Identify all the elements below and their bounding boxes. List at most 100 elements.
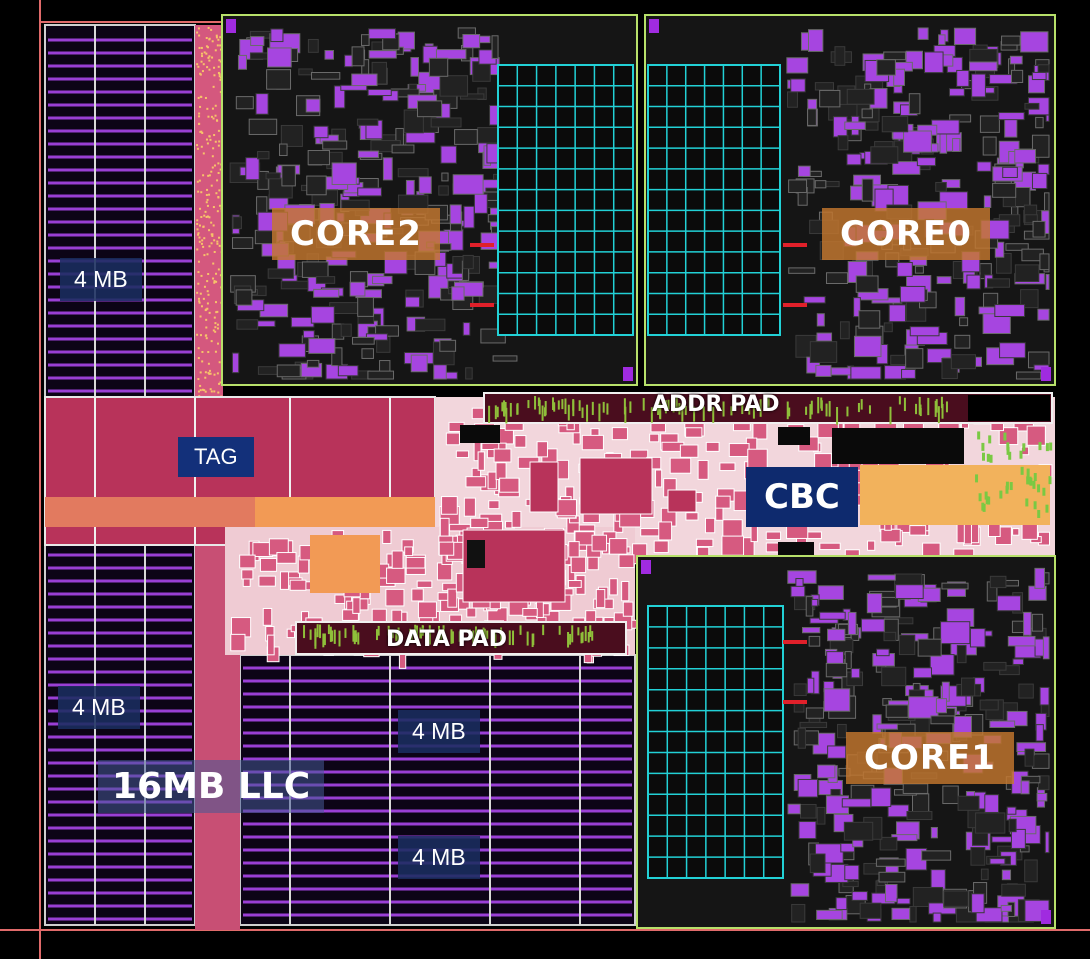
core-logic-block [1031, 172, 1048, 190]
core-logic-block [1010, 828, 1026, 849]
spine-dot [204, 309, 207, 312]
core-logic-block [1044, 831, 1050, 854]
core-logic-block [307, 150, 330, 166]
spine-dot [219, 44, 222, 47]
core-logic-block [883, 322, 893, 333]
spine-dot [219, 381, 222, 384]
core-logic-block [787, 803, 801, 815]
core-corner-marker [1041, 367, 1051, 381]
spine-dot [199, 105, 202, 108]
core-logic-block [351, 73, 378, 87]
core-logic-block [267, 268, 294, 279]
spine-dot [212, 277, 215, 280]
std-cell-block [752, 421, 768, 440]
spine-dot [216, 310, 219, 313]
spine-dot [209, 372, 212, 375]
spine-dot [206, 66, 209, 69]
spine-dot [213, 316, 216, 319]
core-logic-block [912, 886, 944, 908]
core1-label: CORE1 [846, 732, 1014, 784]
spine-dot [206, 302, 209, 305]
spine-dot [198, 301, 201, 304]
core-logic-block [941, 582, 969, 590]
core-logic-block [356, 118, 379, 126]
core-logic-block [896, 897, 911, 905]
uncore-macro-dark [467, 540, 485, 568]
spine-dot [210, 115, 213, 118]
spine-dot [206, 215, 209, 218]
spine-dot [214, 350, 217, 353]
core-logic-block [410, 57, 420, 77]
core2-label: CORE2 [272, 208, 440, 260]
spine-dot [211, 56, 214, 59]
spine-dot [217, 129, 220, 132]
spine-dot [196, 180, 199, 183]
spine-dot [218, 189, 221, 192]
uncore-green-cell [977, 431, 981, 440]
core-logic-block [956, 69, 970, 87]
spine-dot [217, 71, 220, 74]
data-pad-pin [355, 633, 358, 642]
data-pad-pin [440, 632, 443, 644]
spine-dot [197, 390, 200, 393]
uncore-green-cell [981, 452, 985, 461]
uncore-green-cell [1006, 446, 1010, 455]
std-cell-block [611, 427, 628, 441]
core-logic-block [825, 662, 848, 678]
std-cell-block [445, 432, 460, 446]
core-logic-block [994, 304, 1026, 317]
spine-dot [196, 228, 199, 231]
core-logic-block [1042, 636, 1050, 660]
core-logic-block [938, 34, 946, 46]
cache-4mb-left-top-label: 4 MB [60, 258, 142, 301]
spine-dot [206, 280, 209, 283]
std-cell-block [567, 580, 582, 588]
spine-dot [211, 107, 214, 110]
std-cell-block [466, 607, 477, 618]
addr-pad-pin [941, 403, 944, 419]
core-logic-block [1020, 289, 1039, 309]
spine-dot [210, 170, 213, 173]
core-logic-block [859, 902, 882, 919]
spine-dot [216, 327, 219, 330]
spine-dot [197, 232, 200, 235]
core-logic-block [876, 59, 896, 76]
core-logic-block [816, 313, 825, 327]
core-connector [783, 303, 807, 307]
core-logic-block [870, 787, 892, 808]
uncore-green-cell [981, 442, 985, 451]
core-logic-block [788, 179, 808, 193]
std-cell-block [715, 506, 724, 521]
addr-pad-pin [659, 403, 662, 419]
std-cell-block [722, 519, 743, 538]
addr-pad-pin [553, 402, 556, 412]
addr-pad-pin [805, 406, 808, 415]
std-cell-block [679, 444, 699, 458]
data-pad-pin [327, 624, 330, 635]
spine-dot [197, 378, 200, 381]
data-pad-pin [329, 626, 332, 642]
core-logic-block [405, 131, 436, 144]
spine-dot [205, 52, 208, 55]
data-pad-pin [437, 625, 440, 642]
core-logic-block [232, 216, 242, 230]
core-logic-block [817, 764, 836, 779]
addr-pad-pin [684, 405, 687, 416]
spine-dot [217, 144, 220, 147]
spine-dot [206, 198, 209, 201]
core-logic-block [410, 354, 428, 373]
core-logic-block [827, 628, 846, 642]
addr-pad-pin [712, 406, 715, 423]
core-logic-block [415, 318, 446, 332]
core-logic-block [1023, 611, 1032, 636]
core-logic-block [976, 161, 992, 172]
core-logic-block [397, 31, 415, 50]
uncore-green-cell [981, 502, 985, 511]
core-logic-block [1009, 55, 1023, 65]
core-logic-block [970, 847, 986, 866]
std-cell-block [262, 607, 273, 626]
data-pad-pin [451, 631, 454, 644]
core-logic-block [788, 267, 816, 274]
addr-pad-pin [567, 404, 570, 421]
spine-dot [203, 214, 206, 217]
